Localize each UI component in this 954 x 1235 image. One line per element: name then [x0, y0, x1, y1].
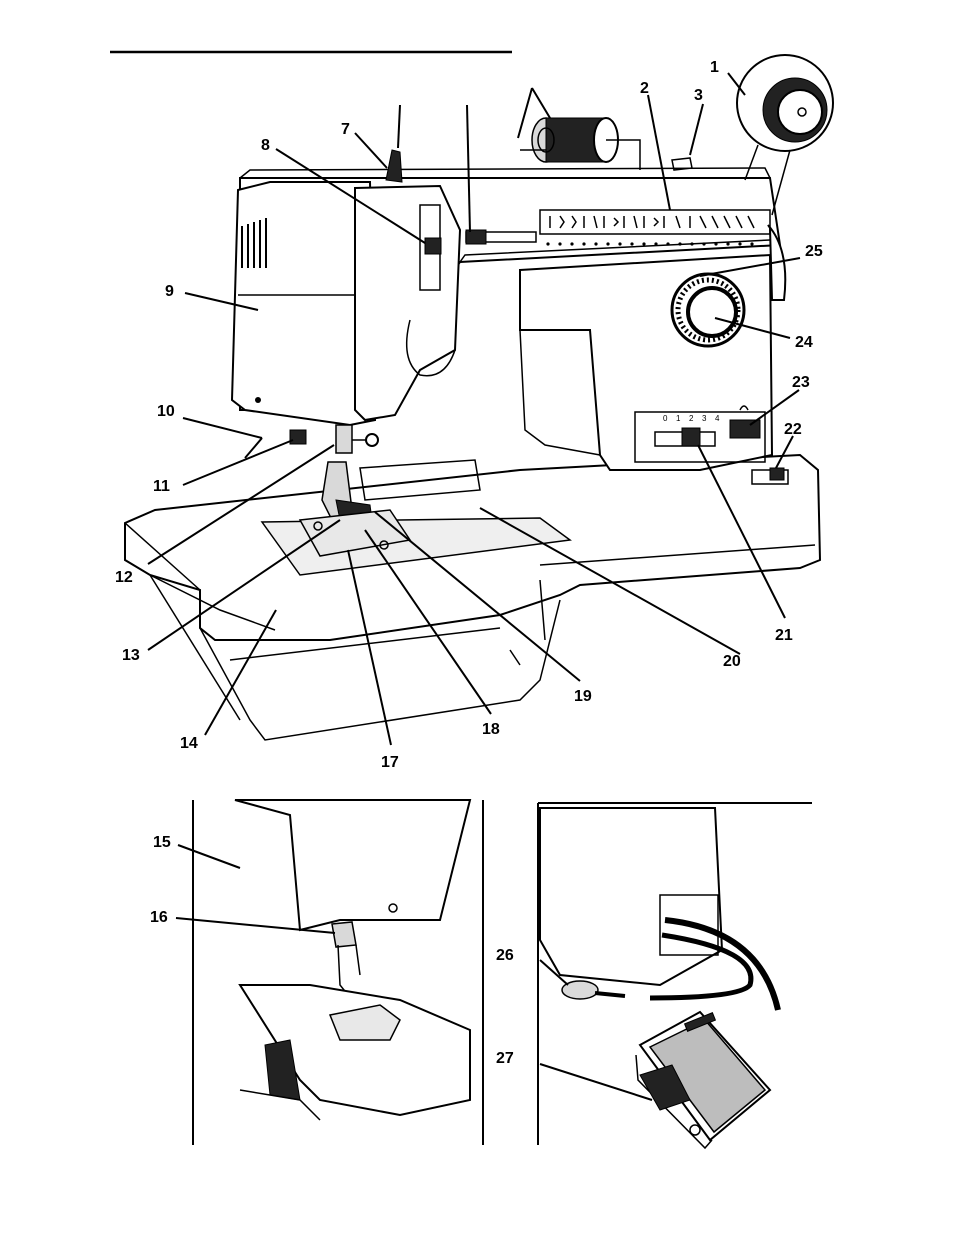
- feed-slider-knob: [682, 428, 700, 446]
- dial-mark-3: 3: [702, 414, 707, 423]
- inset-right-machine: [540, 808, 722, 985]
- face-plate: [355, 186, 460, 420]
- head-screw: [255, 397, 261, 403]
- callout-8: 8: [261, 137, 270, 154]
- callout-13: 13: [122, 647, 140, 664]
- callout-12: 12: [115, 569, 133, 586]
- callout-16: 16: [150, 909, 168, 926]
- callout-19: 19: [574, 688, 592, 705]
- callout-9: 9: [165, 283, 174, 300]
- dial-mark-4: 4: [715, 414, 720, 423]
- dial-mark-2: 2: [689, 414, 694, 423]
- takeup-lever: [386, 150, 402, 182]
- callout-23: 23: [792, 374, 810, 391]
- callout-24: 24: [795, 334, 813, 351]
- callout-18: 18: [482, 721, 500, 738]
- callout-11: 11: [153, 478, 170, 495]
- callout-21: 21: [775, 627, 793, 644]
- reverse-button: [730, 420, 760, 438]
- callout-14: 14: [180, 735, 198, 752]
- callout-17: 17: [381, 754, 399, 771]
- dial-mark-0: 0: [663, 414, 668, 423]
- callout-15: 15: [153, 834, 171, 851]
- sewing-machine-main: 0 1 2 3 4: [125, 55, 833, 740]
- callout-26: 26: [496, 947, 514, 964]
- machine-head: [232, 182, 375, 425]
- stitch-width-knob: [425, 238, 441, 254]
- top-slider-knob: [466, 230, 486, 244]
- foot-pedal-icon: [636, 1012, 770, 1148]
- inset-right-panel: [538, 803, 812, 1148]
- callout-27: 27: [496, 1050, 514, 1067]
- inset-left-head: [235, 800, 470, 930]
- power-switch-rocker: [770, 468, 784, 480]
- callout-20: 20: [723, 653, 741, 670]
- stitch-length-dial: [672, 274, 744, 346]
- callout-3: 3: [694, 87, 703, 104]
- dial-mark-1: 1: [676, 414, 681, 423]
- callout-2: 2: [640, 80, 649, 97]
- cord-plug: [562, 981, 625, 999]
- callout-22: 22: [784, 421, 802, 438]
- callout-7: 7: [341, 121, 350, 138]
- pillar-throat: [520, 330, 600, 455]
- inset-left-panel: [193, 800, 483, 1145]
- callout-1: 1: [710, 59, 719, 76]
- callout-25: 25: [805, 243, 823, 260]
- callout-10: 10: [157, 403, 175, 420]
- thread-spool-icon: [520, 118, 640, 170]
- inset-left-needle-clamp: [332, 922, 356, 947]
